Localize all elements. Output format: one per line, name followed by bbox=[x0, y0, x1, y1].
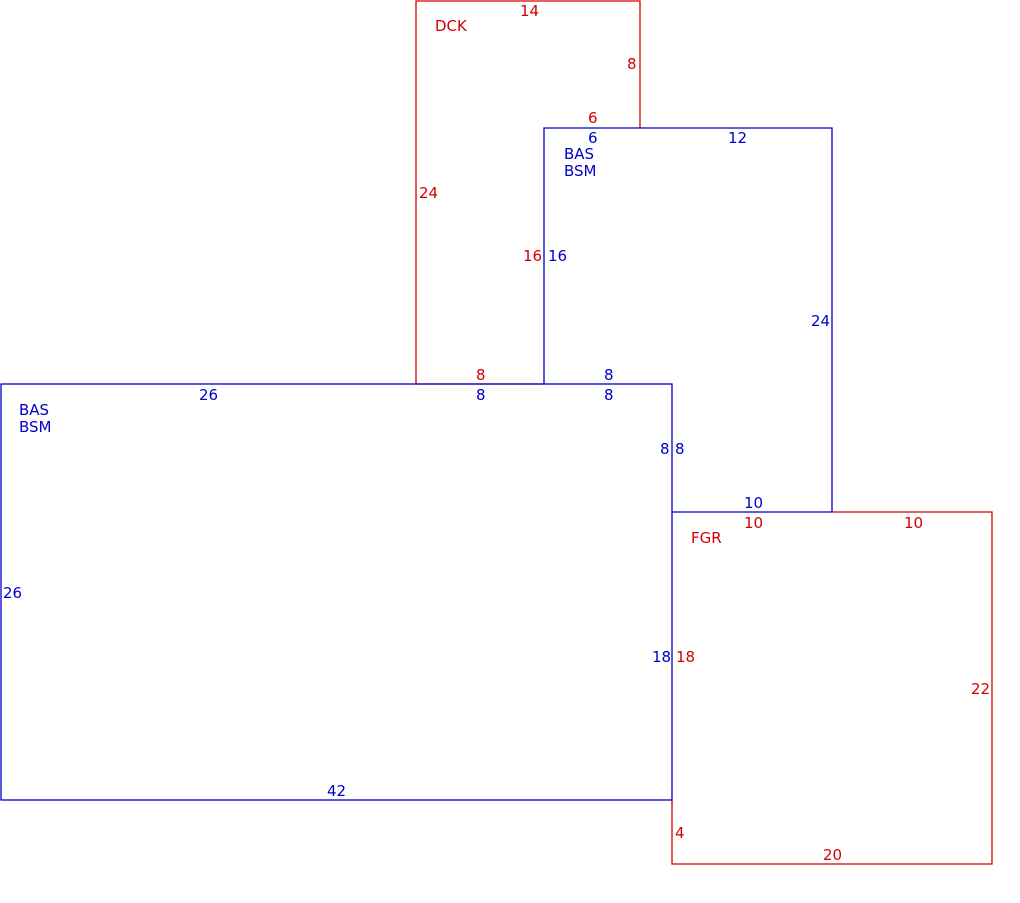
dck-dim-right-lower: 6 bbox=[588, 109, 598, 127]
main-bas-dim-left: 26 bbox=[3, 584, 22, 602]
main-bas-label-bsm: BSM bbox=[19, 418, 52, 436]
dck-dim-bottom: 8 bbox=[476, 366, 486, 384]
upper-bas-dim-inner-right: 8 bbox=[675, 440, 685, 458]
upper-bas-outline bbox=[543, 127, 833, 513]
main-bas-dim-right-upper: 8 bbox=[660, 440, 670, 458]
upper-bas-dim-left: 16 bbox=[548, 247, 567, 265]
upper-bas-dim-inner-bottom: 8 bbox=[604, 366, 614, 384]
dck-dim-top: 14 bbox=[520, 2, 539, 20]
main-bas-dim-right-lower: 18 bbox=[652, 648, 671, 666]
fgr-dim-bottom: 20 bbox=[823, 846, 842, 864]
main-bas-dim-top-left: 26 bbox=[199, 386, 218, 404]
upper-bas-dim-top-right: 12 bbox=[728, 129, 747, 147]
upper-bas-dim-top-left: 6 bbox=[588, 129, 598, 147]
fgr-dim-top-left: 10 bbox=[744, 514, 763, 532]
fgr-dim-left: 18 bbox=[676, 648, 695, 666]
dck-label: DCK bbox=[435, 17, 468, 35]
fgr-label: FGR bbox=[691, 529, 722, 547]
main-bas-dim-bottom: 42 bbox=[327, 782, 346, 800]
dck-dim-right-upper: 8 bbox=[627, 55, 637, 73]
fgr-dim-top-right: 10 bbox=[904, 514, 923, 532]
dck-outline bbox=[415, 0, 641, 385]
upper-bas-dim-right: 24 bbox=[811, 312, 830, 330]
dck-dim-inner-left: 16 bbox=[523, 247, 542, 265]
dck-dim-left: 24 bbox=[419, 184, 438, 202]
upper-bas-dim-bottom-right: 10 bbox=[744, 494, 763, 512]
fgr-dim-right: 22 bbox=[971, 680, 990, 698]
main-bas-label-bas: BAS bbox=[19, 401, 49, 419]
fgr-outline bbox=[671, 511, 993, 865]
upper-bas-label-bas: BAS bbox=[564, 145, 594, 163]
upper-bas-label-bsm: BSM bbox=[564, 162, 597, 180]
main-bas-dim-top-right: 8 bbox=[604, 386, 614, 404]
fgr-dim-left-lower: 4 bbox=[675, 824, 685, 842]
main-bas-outline bbox=[0, 383, 673, 801]
main-bas-dim-top-mid: 8 bbox=[476, 386, 486, 404]
